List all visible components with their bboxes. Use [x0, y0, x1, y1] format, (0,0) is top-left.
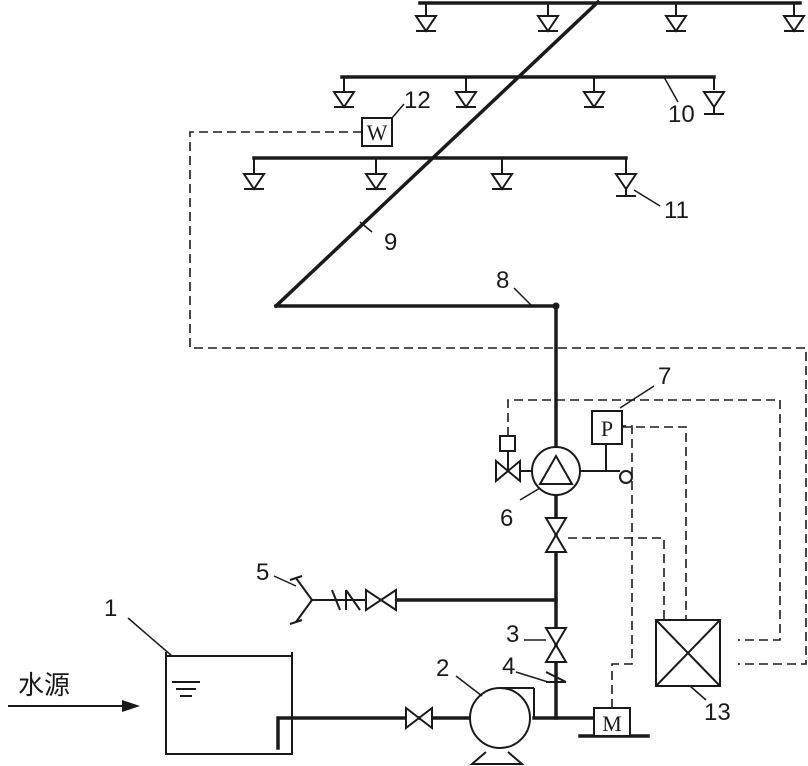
flow-indicator-signal-line: [189, 131, 807, 665]
suction-gate-valve: [405, 705, 433, 731]
supervised-gate-valve: [544, 517, 568, 553]
sprinkler-head: [702, 91, 726, 115]
sprinkler-head: [614, 158, 638, 197]
sprinkler-head: [242, 158, 266, 191]
sprinkler-head: [454, 77, 478, 109]
sprinkler-head: [536, 3, 560, 33]
pump-motor: M: [578, 707, 650, 738]
test-connection: [289, 575, 397, 625]
riser-pipe: [273, 0, 601, 309]
pressure-switch-symbol: P: [601, 416, 613, 441]
flow-indicator-symbol: W: [367, 120, 388, 145]
suction-pipe: [276, 716, 477, 750]
label-13: 13: [704, 699, 731, 726]
water-tank: [165, 652, 293, 755]
label-1: 1: [104, 595, 117, 622]
sprinkler-head: [582, 77, 606, 109]
sprinkler-head: [782, 3, 806, 33]
pressure-switch-signal-line: [622, 426, 687, 620]
flow-indicator: W: [361, 117, 393, 147]
label-11: 11: [664, 197, 689, 224]
sprinkler-head: [332, 77, 356, 109]
pressure-switch: P: [591, 410, 623, 471]
sprinkler-head: [364, 158, 388, 191]
water-source-arrow: 水源: [8, 671, 140, 712]
alarm-valve-signal-line: [507, 399, 781, 641]
component-labels: 1 2 3 4 5 6 7 8 9 10 11 12 13: [104, 87, 731, 726]
leader-lines: [127, 76, 707, 701]
motor-symbol: M: [602, 711, 622, 736]
motor-control-line: [611, 425, 633, 708]
alarm-valve: [495, 435, 633, 496]
control-lines: [189, 131, 807, 708]
label-3: 3: [506, 621, 519, 648]
sprinkler-head: [414, 3, 438, 33]
sprinkler-head: [664, 3, 688, 33]
label-12: 12: [404, 87, 431, 114]
label-4: 4: [502, 653, 515, 680]
label-5: 5: [256, 559, 269, 586]
label-2: 2: [436, 655, 449, 682]
check-valve: [545, 671, 567, 683]
sprinkler-heads: [242, 3, 806, 197]
valve-supervisory-line: [568, 537, 665, 620]
fire-pump: [469, 687, 535, 765]
control-panel: [655, 619, 721, 687]
label-8: 8: [496, 267, 509, 294]
water-source-label: 水源: [18, 671, 70, 701]
label-9: 9: [384, 229, 397, 256]
label-7: 7: [658, 363, 671, 390]
gate-valve-3: [544, 627, 568, 663]
label-6: 6: [500, 505, 513, 532]
label-10: 10: [668, 101, 695, 128]
sprinkler-head: [490, 158, 514, 191]
